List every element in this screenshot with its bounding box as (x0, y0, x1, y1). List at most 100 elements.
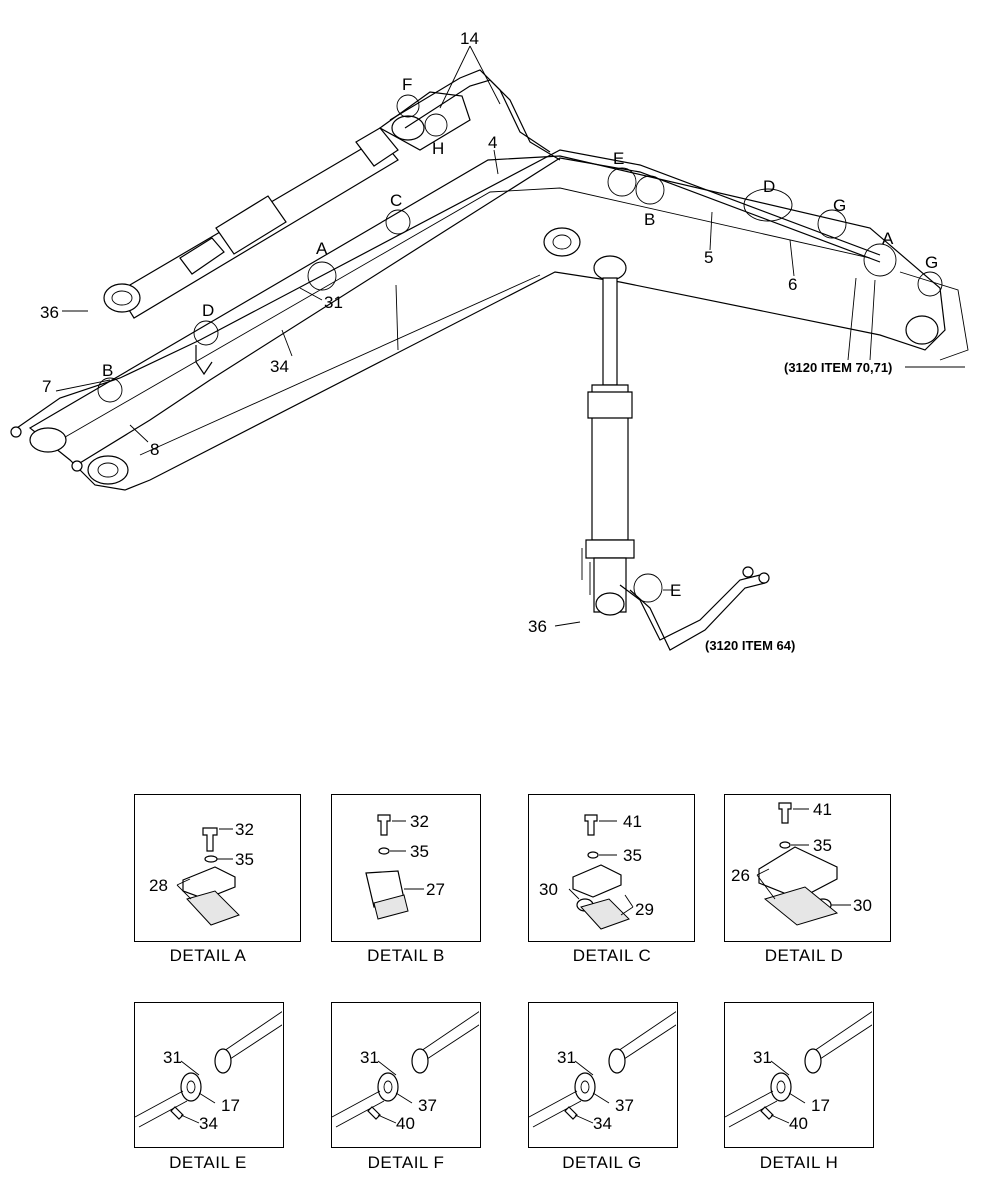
callout-D-boom: D (763, 177, 775, 196)
callout-31: 31 (163, 1048, 182, 1067)
callout-30: 30 (853, 896, 872, 915)
callout-36-top: 36 (40, 303, 59, 322)
callout-37: 37 (418, 1096, 437, 1115)
callout-34: 34 (270, 357, 289, 376)
clamp-ring-icon (770, 1072, 792, 1102)
detail-g-box: 31 37 34 (528, 1002, 680, 1148)
callout-41: 41 (813, 800, 832, 819)
callout-A-boom: A (882, 229, 894, 248)
callout-31: 31 (324, 293, 343, 312)
callout-H: H (432, 139, 444, 158)
detail-d-box: 41 35 26 30 (724, 794, 891, 942)
washer-icon (779, 841, 791, 849)
bolt-icon (202, 827, 218, 852)
callout-17: 17 (221, 1096, 240, 1115)
callout-31: 31 (360, 1048, 379, 1067)
callout-26: 26 (731, 866, 750, 885)
detail-a-box: 32 35 28 (134, 794, 301, 942)
callout-B-boom: B (644, 210, 655, 229)
flange-icon (608, 1048, 626, 1074)
callout-29: 29 (635, 900, 654, 919)
callout-35: 35 (410, 842, 429, 861)
callout-40: 40 (396, 1114, 415, 1133)
callout-E-cylinder: E (670, 581, 681, 600)
bolt-icon (367, 1106, 381, 1120)
callout-5: 5 (704, 248, 713, 267)
callout-C: C (390, 191, 402, 210)
detail-e-drawing: 31 17 34 (134, 1010, 286, 1133)
clamp-icon (758, 846, 838, 900)
detail-f-drawing: 31 37 40 (331, 1010, 483, 1133)
callout-32: 32 (410, 812, 429, 831)
callout-35: 35 (235, 850, 254, 869)
callout-E-boom: E (613, 149, 624, 168)
flange-icon (411, 1048, 429, 1074)
callout-35: 35 (623, 846, 642, 865)
callout-labels: 14 F H 4 E D G C B 5 6 A G A 31 36 D 34 … (40, 29, 938, 653)
bolt-icon (170, 1106, 184, 1120)
callout-6: 6 (788, 275, 797, 294)
callout-7: 7 (42, 377, 51, 396)
callout-17: 17 (811, 1096, 830, 1115)
detail-g-drawing: 31 37 34 (528, 1010, 680, 1133)
bolt-icon (778, 802, 792, 824)
detail-f-box: 31 37 40 (331, 1002, 483, 1148)
detail-c-caption: DETAIL C (572, 946, 652, 965)
bolt-icon (760, 1106, 774, 1120)
bolt-icon (564, 1106, 578, 1120)
boom-arm-assembly: 14 F H 4 E D G C B 5 6 A G A 31 36 D 34 … (10, 29, 969, 653)
detail-c-drawing: 41 35 30 29 (539, 812, 654, 930)
boom-cylinder (581, 255, 635, 616)
hydraulic-lines (10, 69, 881, 651)
detail-callout-circles (97, 94, 943, 603)
callout-F: F (402, 75, 412, 94)
detail-g-caption: DETAIL G (562, 1153, 642, 1172)
detail-e-box: 31 17 34 (134, 1002, 286, 1148)
callout-32: 32 (235, 820, 254, 839)
detail-e-caption: DETAIL E (169, 1153, 247, 1172)
arm-cylinder (103, 91, 471, 319)
callout-B-arm: B (102, 361, 113, 380)
detail-f-caption: DETAIL F (367, 1153, 445, 1172)
callout-27: 27 (426, 880, 445, 899)
callout-41: 41 (623, 812, 642, 831)
callout-31: 31 (753, 1048, 772, 1067)
callout-G-1: G (833, 196, 846, 215)
detail-d-caption: DETAIL D (764, 946, 844, 965)
detail-d-drawing: 41 35 26 30 (731, 800, 872, 926)
boom-body (28, 155, 969, 491)
callout-34: 34 (199, 1114, 218, 1133)
callout-30: 30 (539, 880, 558, 899)
callout-28: 28 (149, 876, 168, 895)
detail-b-caption: DETAIL B (367, 946, 445, 965)
reference-item-70-71: (3120 ITEM 70,71) (784, 360, 892, 375)
detail-b-drawing: 32 35 27 (365, 812, 445, 920)
callout-40: 40 (789, 1114, 808, 1133)
clamp-ring-icon (574, 1072, 596, 1102)
washer-icon (204, 855, 218, 863)
leader-lines (55, 45, 965, 627)
clamp-ring-icon (180, 1072, 202, 1102)
detail-a-drawing: 32 35 28 (149, 820, 254, 926)
detail-h-drawing: 31 17 40 (724, 1010, 876, 1133)
callout-G-2: G (925, 253, 938, 272)
callout-D-arm: D (202, 301, 214, 320)
callout-4: 4 (488, 133, 497, 152)
callout-34: 34 (593, 1114, 612, 1133)
callout-37: 37 (615, 1096, 634, 1115)
washer-icon (378, 847, 390, 855)
bolt-icon (584, 814, 598, 836)
detail-b-box: 32 35 27 (331, 794, 481, 942)
clamp-ring-icon (377, 1072, 399, 1102)
callout-35: 35 (813, 836, 832, 855)
flange-icon (214, 1048, 232, 1074)
detail-a-caption: DETAIL A (169, 946, 247, 965)
callout-14: 14 (460, 29, 479, 48)
washer-icon (587, 851, 599, 859)
callout-8: 8 (150, 440, 159, 459)
detail-c-box: 41 35 30 29 (528, 794, 695, 942)
reference-item-64: (3120 ITEM 64) (705, 638, 795, 653)
flange-icon (804, 1048, 822, 1074)
bolt-icon (377, 814, 391, 836)
